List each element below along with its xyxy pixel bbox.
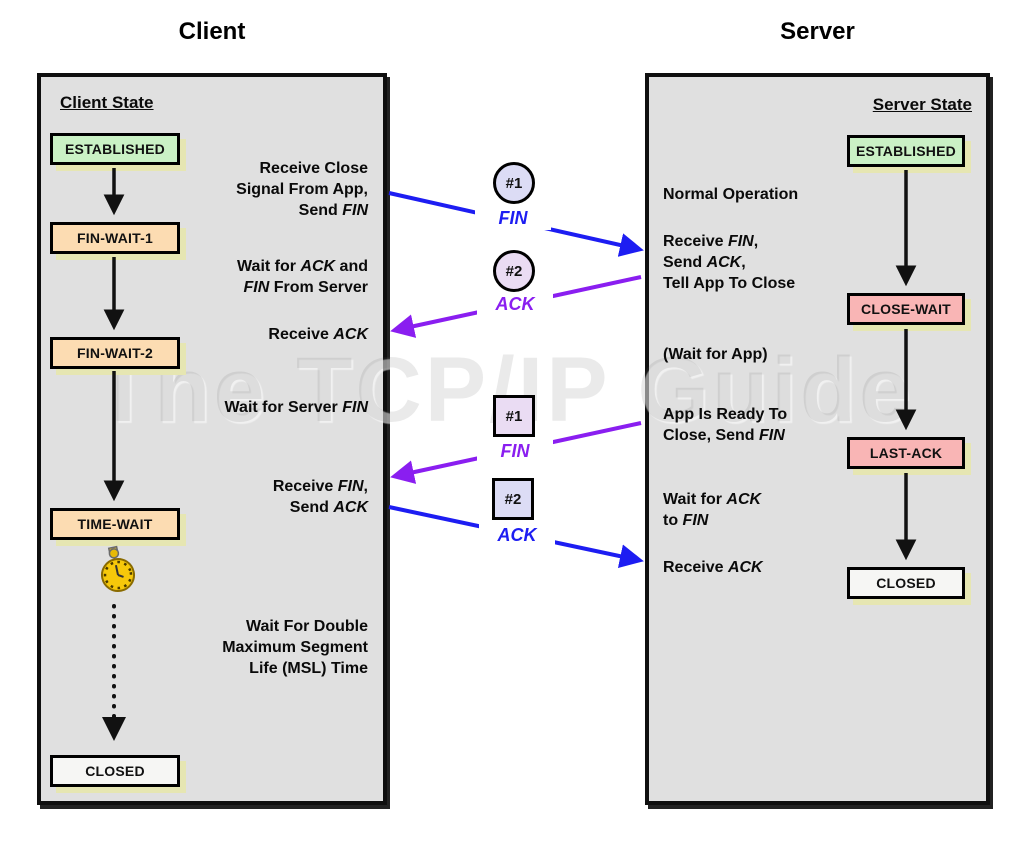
server-state-established: ESTABLISHED [847,135,965,167]
client-state-established: ESTABLISHED [50,133,180,165]
message-2-square-ack-label: ACK [479,524,555,547]
server-state-last-ack: LAST-ACK [847,437,965,469]
server-state-close-wait: CLOSE-WAIT [847,293,965,325]
client-state-fin-wait-1: FIN-WAIT-1 [50,222,180,254]
client-panel [37,73,387,805]
message-1-square-fin-label: FIN [477,440,553,463]
client-note-receive-fin-send-ack: Receive FIN,Send ACK [272,478,368,516]
client-state-closed: CLOSED [50,755,180,787]
server-note-receive-fin-send-ack: Receive FIN,Send ACK,Tell App To Close [663,233,796,292]
stopwatch-icon [101,545,135,592]
server-column-title: Server [780,18,855,45]
server-note-wait-for-app: (Wait for App) [663,346,768,363]
message-2-circle-badge: #2 [493,250,535,292]
message-2-square-badge: #2 [492,478,534,520]
client-state-time-wait: TIME-WAIT [50,508,180,540]
client-note-wait-for-server-fin: Wait for Server FIN [224,399,368,416]
message-1-circle-badge: #1 [493,162,535,204]
server-state-header: Server State [872,95,972,114]
client-state-header: Client State [60,93,154,112]
client-note-receive-ack: Receive ACK [268,326,368,343]
client-state-fin-wait-2: FIN-WAIT-2 [50,337,180,369]
client-column-title: Client [178,18,246,45]
message-2-ack-label: ACK [477,293,553,316]
server-state-closed: CLOSED [847,567,965,599]
message-1-square-badge: #1 [493,395,535,437]
message-1-fin-label: FIN [475,207,551,230]
server-note-receive-ack: Receive ACK [663,559,763,576]
server-note-normal-operation: Normal Operation [663,186,799,203]
